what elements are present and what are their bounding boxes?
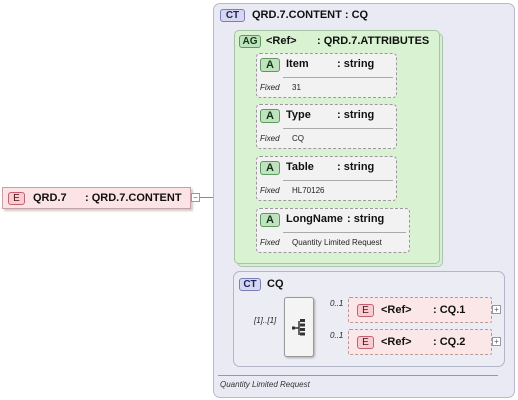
attribute-fixed-value: CQ	[292, 134, 304, 143]
expand-cq2-button[interactable]: +	[492, 337, 501, 346]
attribute-fixed-label: Fixed	[260, 238, 280, 247]
child-cardinality-1: 0..1	[330, 299, 344, 308]
attribute-table[interactable]: A Table : string Fixed HL70126	[256, 156, 397, 201]
attribute-badge: A	[260, 161, 280, 175]
child-name: : CQ.2	[433, 336, 466, 348]
attribute-fixed-value: 31	[292, 83, 301, 92]
root-expand-button[interactable]: −	[191, 193, 200, 202]
attribute-group-name: : QRD.7.ATTRIBUTES	[317, 35, 430, 47]
child-element-cq1[interactable]: E <Ref> : CQ.1	[348, 297, 492, 323]
attribute-separator	[283, 180, 393, 181]
attribute-type: : string	[347, 213, 385, 225]
attribute-type: : string	[337, 109, 375, 121]
attribute-name: Table	[286, 161, 314, 173]
element-badge: E	[8, 192, 25, 205]
sequence-cardinality: [1]..[1]	[254, 316, 277, 325]
attribute-fixed-label: Fixed	[260, 134, 280, 143]
child-ref: <Ref>	[381, 304, 412, 316]
element-badge: E	[357, 336, 374, 349]
attribute-fixed-value: HL70126	[292, 186, 325, 195]
cq-type-badge: CT	[239, 278, 261, 291]
child-element-cq2[interactable]: E <Ref> : CQ.2	[348, 329, 492, 355]
complex-type-documentation: Quantity Limited Request	[220, 380, 310, 389]
attribute-longname[interactable]: A LongName : string Fixed Quantity Limit…	[256, 208, 410, 253]
attribute-group-badge: AG	[239, 35, 261, 48]
root-element-type: : QRD.7.CONTENT	[85, 192, 182, 204]
attribute-separator	[283, 77, 393, 78]
root-element-box[interactable]: E QRD.7 : QRD.7.CONTENT	[2, 187, 191, 209]
child-ref: <Ref>	[381, 336, 412, 348]
attribute-name: Type	[286, 109, 311, 121]
attribute-name: Item	[286, 58, 309, 70]
attribute-item[interactable]: A Item : string Fixed 31	[256, 53, 397, 98]
attribute-badge: A	[260, 109, 280, 123]
complex-type-badge: CT	[220, 9, 245, 22]
attribute-fixed-label: Fixed	[260, 83, 280, 92]
child-cardinality-2: 0..1	[330, 331, 344, 340]
attribute-group-ref: <Ref>	[266, 35, 297, 47]
expand-cq1-button[interactable]: +	[492, 305, 501, 314]
attribute-badge: A	[260, 58, 280, 72]
element-badge: E	[357, 304, 374, 317]
attribute-separator	[283, 128, 393, 129]
attribute-fixed-label: Fixed	[260, 186, 280, 195]
complex-type-title: QRD.7.CONTENT : CQ	[252, 9, 369, 21]
attribute-type-field[interactable]: A Type : string Fixed CQ	[256, 104, 397, 149]
attribute-separator	[283, 232, 406, 233]
attribute-type: : string	[337, 58, 375, 70]
attribute-fixed-value: Quantity Limited Request	[292, 238, 382, 247]
child-name: : CQ.1	[433, 304, 466, 316]
sequence-compositor[interactable]	[284, 297, 314, 357]
attribute-name: LongName	[286, 213, 343, 225]
attribute-type: : string	[337, 161, 375, 173]
cq-type-name: CQ	[267, 278, 284, 290]
root-element-name: QRD.7	[33, 192, 67, 204]
sequence-icon	[292, 319, 305, 336]
attribute-badge: A	[260, 213, 280, 227]
documentation-separator	[218, 375, 498, 376]
